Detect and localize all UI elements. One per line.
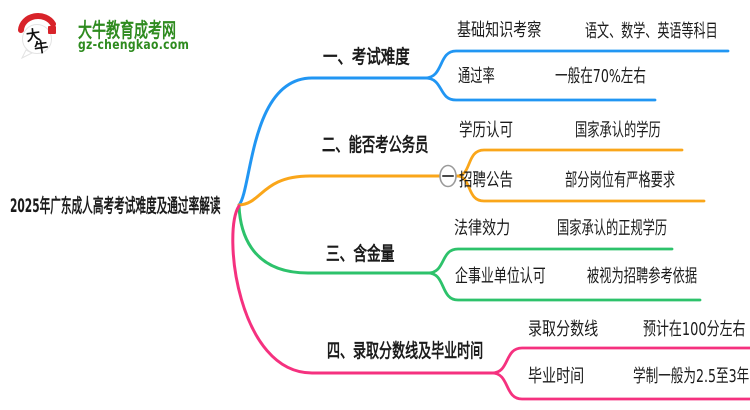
- branch1-child1-label[interactable]: 基础知识考察: [457, 20, 542, 41]
- branch2-child1-value[interactable]: 国家承认的学历: [575, 120, 661, 141]
- branch4-root-connector: [231, 204, 494, 375]
- branch2-child2-label[interactable]: 招聘公告: [459, 170, 513, 191]
- branch1-child1-value[interactable]: 语文、数学、英语等科目: [585, 21, 718, 42]
- branch2-root-connector: [237, 174, 441, 207]
- branch3-child2-connector: [426, 271, 702, 302]
- branch3-child1-value[interactable]: 国家承认的正规学历: [557, 218, 668, 239]
- collapse-button[interactable]: [439, 164, 457, 188]
- branch2-child2-connector: [455, 174, 706, 203]
- branch4-child1-connector: [490, 346, 750, 375]
- svg-text:大: 大: [25, 26, 41, 45]
- branch1-root-connector: [237, 76, 427, 207]
- branch3-root-connector: [237, 204, 430, 275]
- branch4-child1-label[interactable]: 录取分数线: [528, 319, 599, 340]
- branch2-child1-connector: [455, 148, 684, 178]
- branch2-child1-label[interactable]: 学历认可: [459, 120, 513, 141]
- svg-text:牛: 牛: [33, 38, 49, 57]
- branch1-child1-connector: [423, 49, 730, 80]
- branch4-child2-label[interactable]: 毕业时间: [528, 366, 585, 387]
- site-logo[interactable]: 大 牛 大牛教育成考网 gz-chengkao.com: [18, 10, 238, 60]
- branch3-child1-label[interactable]: 法律效力: [454, 218, 511, 239]
- site-url: gz-chengkao.com: [78, 37, 190, 53]
- branch1-child2-label[interactable]: 通过率: [458, 66, 495, 87]
- branch2-label[interactable]: 二、能否考公务员: [322, 134, 429, 156]
- branch1-child2-connector: [423, 76, 657, 102]
- daniu-bull-icon: 大 牛: [18, 13, 56, 60]
- branch3-child2-label[interactable]: 企事业单位认可: [455, 266, 546, 287]
- branch4-label[interactable]: 四、录取分数线及毕业时间: [327, 340, 484, 362]
- root-node-title[interactable]: 2025年广东成人高考考试难度及通过率解读: [10, 195, 221, 217]
- site-name: 大牛教育成考网: [78, 18, 176, 42]
- branch4-child2-value[interactable]: 学制一般为2.5至3年: [633, 366, 750, 387]
- branch3-label[interactable]: 三、含金量: [326, 243, 395, 265]
- branch2-child2-value[interactable]: 部分岗位有严格要求: [565, 170, 676, 191]
- branch1-label[interactable]: 一、考试难度: [323, 46, 410, 68]
- branch4-child2-connector: [490, 371, 750, 401]
- branch1-child2-value[interactable]: 一般在70%左右: [555, 66, 647, 87]
- branch3-child1-connector: [426, 247, 674, 275]
- branch3-child2-value[interactable]: 被视为招聘参考依据: [587, 266, 698, 287]
- branch4-child1-value[interactable]: 预计在100分左右: [643, 319, 746, 340]
